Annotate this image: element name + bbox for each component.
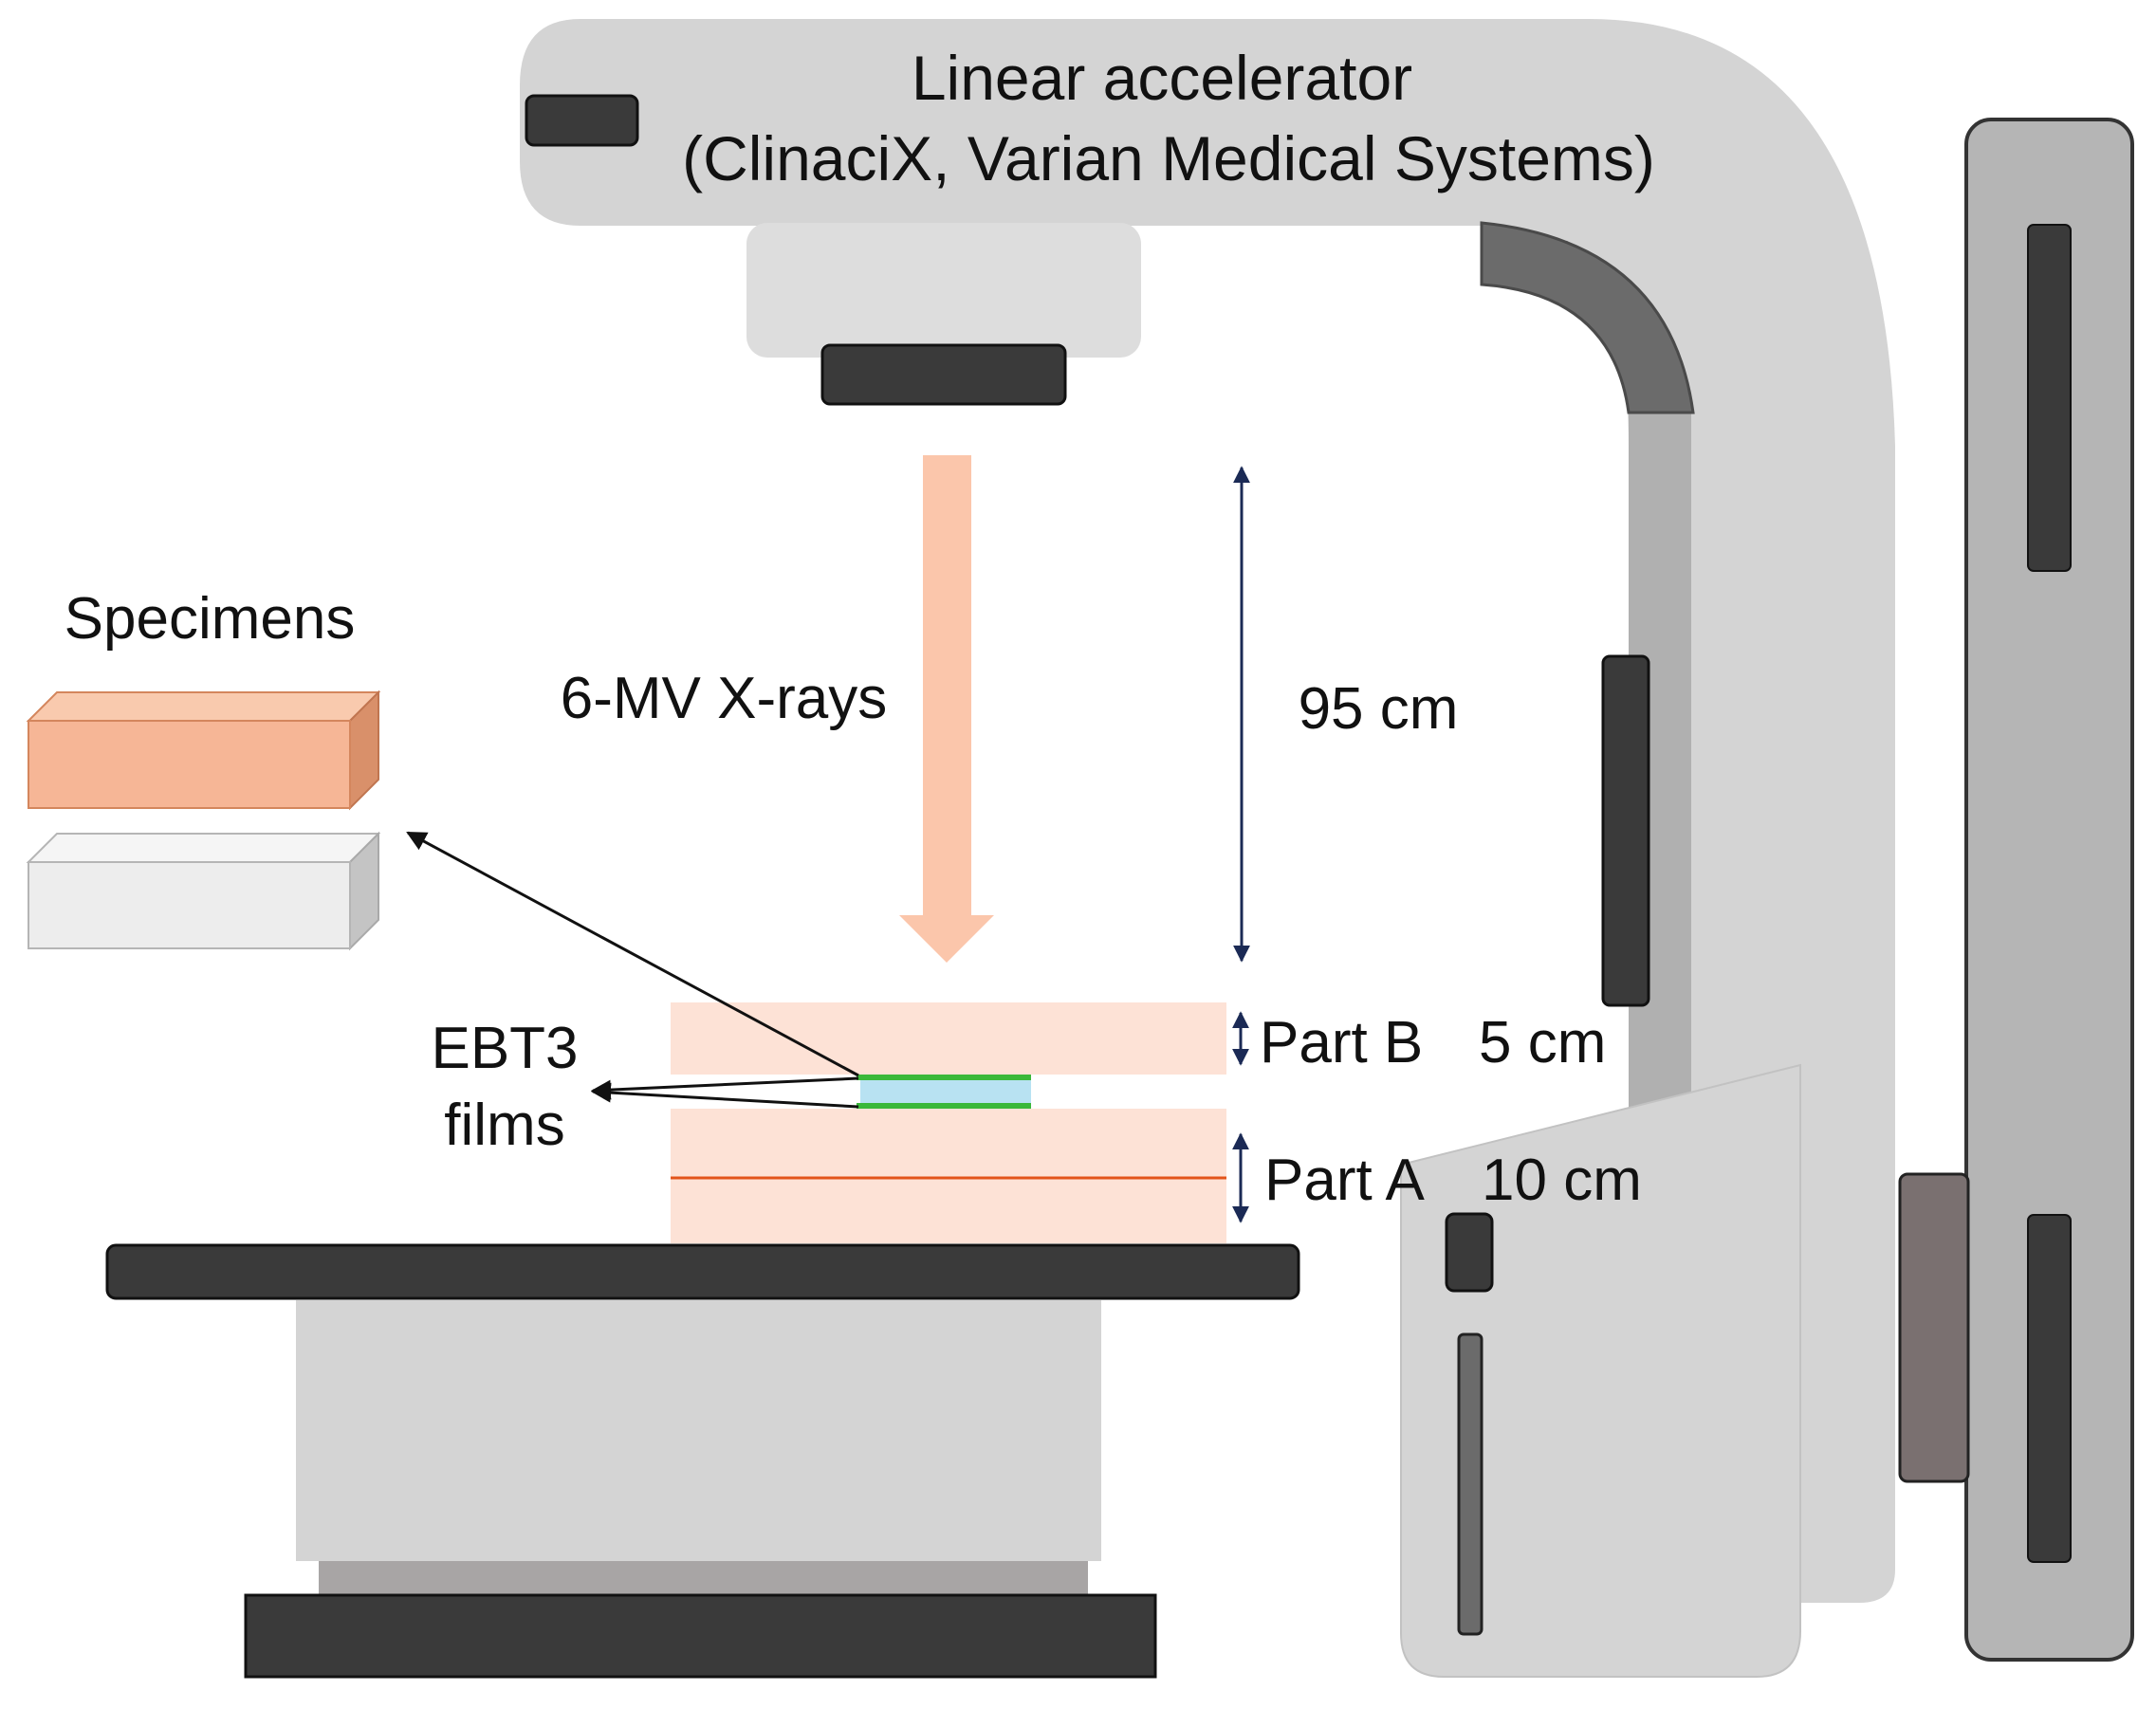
part-b-name: Part B — [1260, 1010, 1423, 1075]
films-label-line2: films — [444, 1093, 564, 1158]
gantry-stand — [1898, 118, 2134, 1662]
phantom-part-b — [671, 1002, 1226, 1075]
couch-top — [105, 1243, 1300, 1300]
specimen-orange — [26, 689, 381, 811]
films-pointer-lower — [590, 1082, 859, 1109]
part-b-thickness: 5 cm — [1479, 1010, 1606, 1075]
imaging-panel — [1400, 1063, 1801, 1678]
couch-floor-base — [244, 1593, 1157, 1679]
stand-connector — [1898, 1172, 1970, 1483]
part-a-thickness: 10 cm — [1482, 1148, 1642, 1213]
beam-arrow — [899, 455, 994, 963]
collimator-jaw — [820, 343, 1067, 406]
phantom — [671, 1002, 1226, 1243]
phantom-part-a — [671, 1109, 1226, 1243]
films-label-line1: EBT3 — [431, 1016, 578, 1081]
couch-base-band — [319, 1561, 1088, 1595]
imaging-panel-slot — [1457, 1332, 1483, 1636]
stand-slot-lower — [2027, 1214, 2072, 1563]
gantry-arm-panel — [1601, 654, 1650, 1007]
distance-label: 95 cm — [1299, 676, 1459, 742]
collimator — [746, 223, 1141, 406]
ebt3-films — [857, 1075, 1031, 1109]
beam-label: 6-MV X-rays — [561, 666, 887, 731]
linac-model: (ClinaciX, Varian Medical Systems) — [682, 123, 1655, 193]
specimen-gray — [26, 831, 381, 951]
specimens-label: Specimens — [64, 586, 356, 652]
stand-slot-upper — [2027, 224, 2072, 572]
treatment-couch — [105, 1243, 1300, 1679]
linac-title: Linear accelerator — [912, 43, 1412, 113]
couch-pedestal — [296, 1300, 1101, 1561]
gantry-head-panel — [525, 94, 639, 147]
gantry-arc-segment — [1480, 221, 1695, 414]
imaging-panel-button — [1445, 1212, 1494, 1293]
film-to-specimen-arrow — [406, 831, 859, 1077]
films-pointer-upper — [590, 1076, 859, 1100]
part-a-name: Part A — [1264, 1148, 1426, 1213]
